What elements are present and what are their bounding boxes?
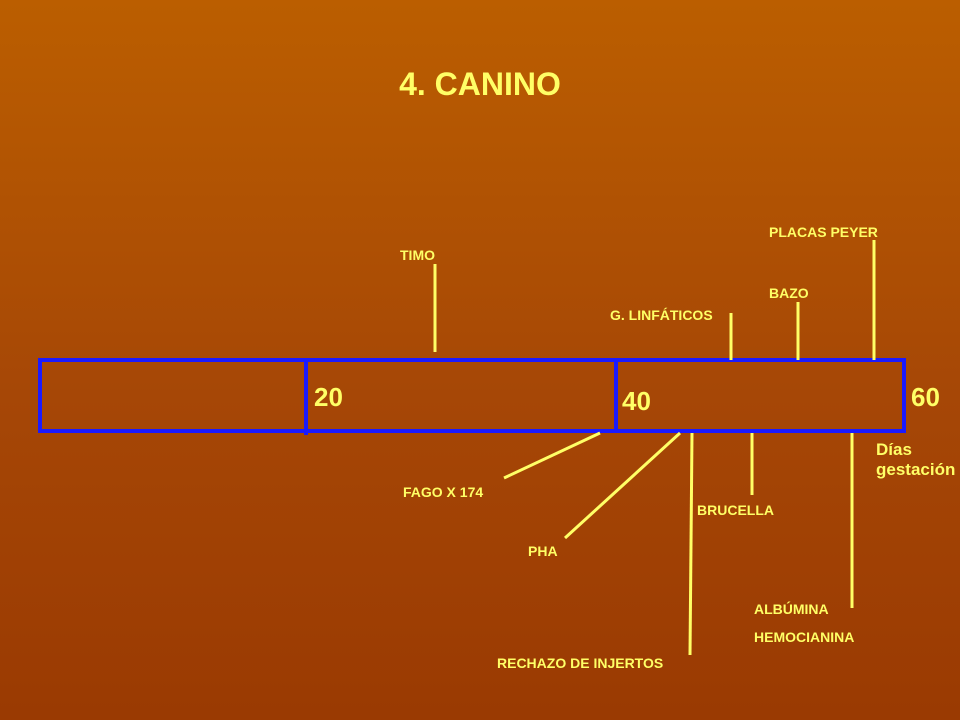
axis-unit-line1: Días	[876, 440, 912, 459]
label-pha: PHA	[528, 543, 558, 559]
label-albumina: ALBÚMINA	[754, 601, 829, 617]
timeline-bar	[38, 358, 906, 433]
connector-pha	[563, 431, 682, 540]
slide-title: 4. CANINO	[399, 66, 561, 102]
tick-40: 40	[622, 386, 651, 416]
label-fago: FAGO X 174	[403, 484, 484, 500]
tick-60: 60	[911, 382, 940, 412]
label-bazo: BAZO	[769, 285, 809, 301]
label-timo: TIMO	[400, 247, 435, 263]
label-linfaticos: G. LINFÁTICOS	[610, 307, 713, 323]
label-hemocianina: HEMOCIANINA	[754, 629, 855, 645]
label-peyer: PLACAS PEYER	[769, 224, 878, 240]
connector-rechazo	[688, 432, 694, 656]
label-brucella: BRUCELLA	[697, 502, 774, 518]
tick-20: 20	[314, 382, 343, 412]
label-rechazo: RECHAZO DE INJERTOS	[497, 655, 664, 671]
axis-unit-line2: gestación	[876, 460, 956, 479]
connector-fago	[503, 431, 601, 480]
